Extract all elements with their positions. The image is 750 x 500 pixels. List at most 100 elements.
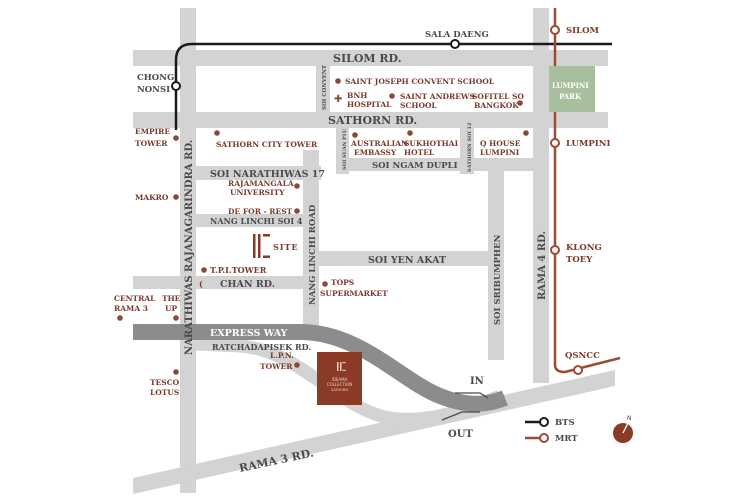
poi-australian-1: AUSTRALIAN [350,139,408,148]
legend-bts-icon [539,417,549,427]
station-chong-nonsi[interactable] [171,81,181,91]
poi-sofitel-2: BANGKOK [474,101,519,110]
poi-dot-tpi-tower[interactable] [201,267,207,273]
station-qsncc[interactable] [573,365,583,375]
poi-central-the: THE [162,294,181,303]
legend-mrt-label: MRT [555,434,578,444]
mrt-line [553,8,621,374]
poi-empire-2: TOWER [135,139,168,148]
road-labels: SILOM RD. SATHORN RD. SOI NARATHIWAS 17 … [184,52,548,475]
soi-narathiwas-17-road [196,166,321,180]
poi-dot-rajamangala[interactable] [294,183,300,189]
direction-markers: IN OUT [441,376,489,440]
project-name-2: COLLECTION [327,382,352,387]
poi-dot-sathorn-city-tower[interactable] [214,130,220,136]
station-klong-toey[interactable] [550,245,560,255]
bts-line [174,42,612,130]
poi-sofitel-1: SOFITEL SO [472,92,524,101]
poi-site: SITE [273,242,299,252]
poi-bnh-1: BNH [347,91,367,100]
stations: SALA DAENG CHONG NONSI SILOM LUMPINI KLO… [137,25,610,375]
nang-linchi-road [303,150,319,340]
in-arrow-icon [455,392,489,399]
poi-central-1: CENTRAL [114,294,156,303]
poi-dot-central[interactable] [117,315,123,321]
label-soi-sribumphen: SOI SRIBUMPHEN [493,234,503,325]
label-chan-road: CHAN RD. [220,279,275,290]
station-label-sala-daeng: SALA DAENG [425,30,489,40]
poi-dot-tesco[interactable] [173,369,179,375]
out-arrow-icon [441,411,480,421]
station-sala-daeng[interactable] [450,39,460,49]
nang-linchi-soi-4-road [196,214,308,227]
poi-central-up: UP [165,304,178,313]
lumpini-park[interactable]: LUMPINI PARK [549,66,595,112]
label-nang-linchi-soi-4: NANG LINCHI SOI 4 [210,216,303,226]
poi-saint-andrews-1: SAINT ANDREWS [400,92,475,101]
chan-road [133,276,308,289]
poi-makro: MAKRO [135,193,169,202]
project-name-1: IDEAMA [332,377,348,382]
station-label-lumpini: LUMPINI [566,139,610,149]
poi-dot-de-for-rest[interactable] [294,208,300,214]
poi-saint-andrews-2: SCHOOL [400,101,438,110]
poi-dot-tops[interactable] [322,281,328,287]
poi-dot-saint-andrews[interactable] [389,93,395,99]
station-silom[interactable] [550,25,560,35]
poi-dot-saint-joseph[interactable] [335,78,341,84]
label-rama-4: RAMA 4 RD. [537,231,548,300]
poi-tesco-2: LOTUS [150,388,179,397]
poi-rajamangala-2: UNIVERSITY [230,188,285,197]
label-narathiwas: NARATHIWAS RAJANAGARINDRA RD. [184,140,195,355]
label-express-way: EXPRESS WAY [210,328,288,339]
label-soi-yen-akat: SOI YEN AKAT [368,255,446,266]
station-lumpini[interactable] [550,138,560,148]
station-label-silom: SILOM [566,26,599,36]
rama-4-road [533,8,549,383]
poi-sukhothai-2: HOTEL [404,148,435,157]
label-soi-suan-plu: SOI SUAN PLU [342,128,348,170]
rama-3-road [133,370,615,494]
label-in: IN [470,376,484,387]
soi-sribumphen-road [488,165,504,360]
label-silom-road: SILOM RD. [333,52,402,65]
poi-qhouse-1: Q HOUSE [480,139,521,148]
poi-dot-the-up[interactable] [173,315,179,321]
poi-dot-sofitel[interactable] [517,100,523,106]
poi-tops-1: TOPS [331,278,354,287]
poi-lpn-2: TOWER [260,362,293,371]
legend-bts-label: BTS [555,418,575,428]
poi-dot-sukhothai[interactable] [407,130,413,136]
station-label-klong-toey-2: TOEY [566,255,593,265]
project-logo-icon [337,362,339,371]
poi-dot-empire[interactable] [173,135,179,141]
poi-empire-1: EMPIRE [135,127,170,136]
poi-dot-australian[interactable] [352,132,358,138]
poi-dot-lpn[interactable] [294,362,300,368]
sathorn-road [133,112,608,128]
poi-sukhothai-1: SUKHOTHAI [404,139,459,148]
poi-qhouse-2: LUMPINI [480,148,520,157]
poi-tpi-tower: T.P.I.TOWER [210,265,267,275]
soi-convent-road [316,62,330,114]
station-label-klong-toey-1: KLONG [566,243,602,253]
poi-tops-2: SUPERMARKET [320,289,388,298]
poi-de-for-rest: DE FOR - REST [228,207,293,216]
label-lumpini-park-1: LUMPINI [552,81,589,90]
station-label-qsncc: QSNCC [565,351,600,361]
station-label-chong-nonsi-2: NONSI [137,85,170,95]
label-soi-ngam-dupli: SOI NGAM DUPLI [372,161,458,171]
poi-dot-qhouse[interactable] [523,130,529,136]
poi-tesco-1: TESCO [150,378,180,387]
label-ratchadapisek: RATCHADAPISEK RD. [212,342,311,352]
poi-rajamangala-1: RAJAMANGALA [228,179,294,188]
site-marker-icon[interactable] [253,234,270,258]
project-block[interactable]: IDEAMA COLLECTION SATHORN [317,352,362,405]
legend: BTS MRT [525,417,578,444]
poi-dot-makro[interactable] [173,194,179,200]
poi-saint-joseph: SAINT JOSEPH CONVENT SCHOOL [345,77,495,86]
legend-mrt-icon [539,433,549,443]
label-sathorn-road: SATHORN RD. [328,114,417,127]
road-network [133,8,615,494]
compass-icon: N [613,415,633,443]
